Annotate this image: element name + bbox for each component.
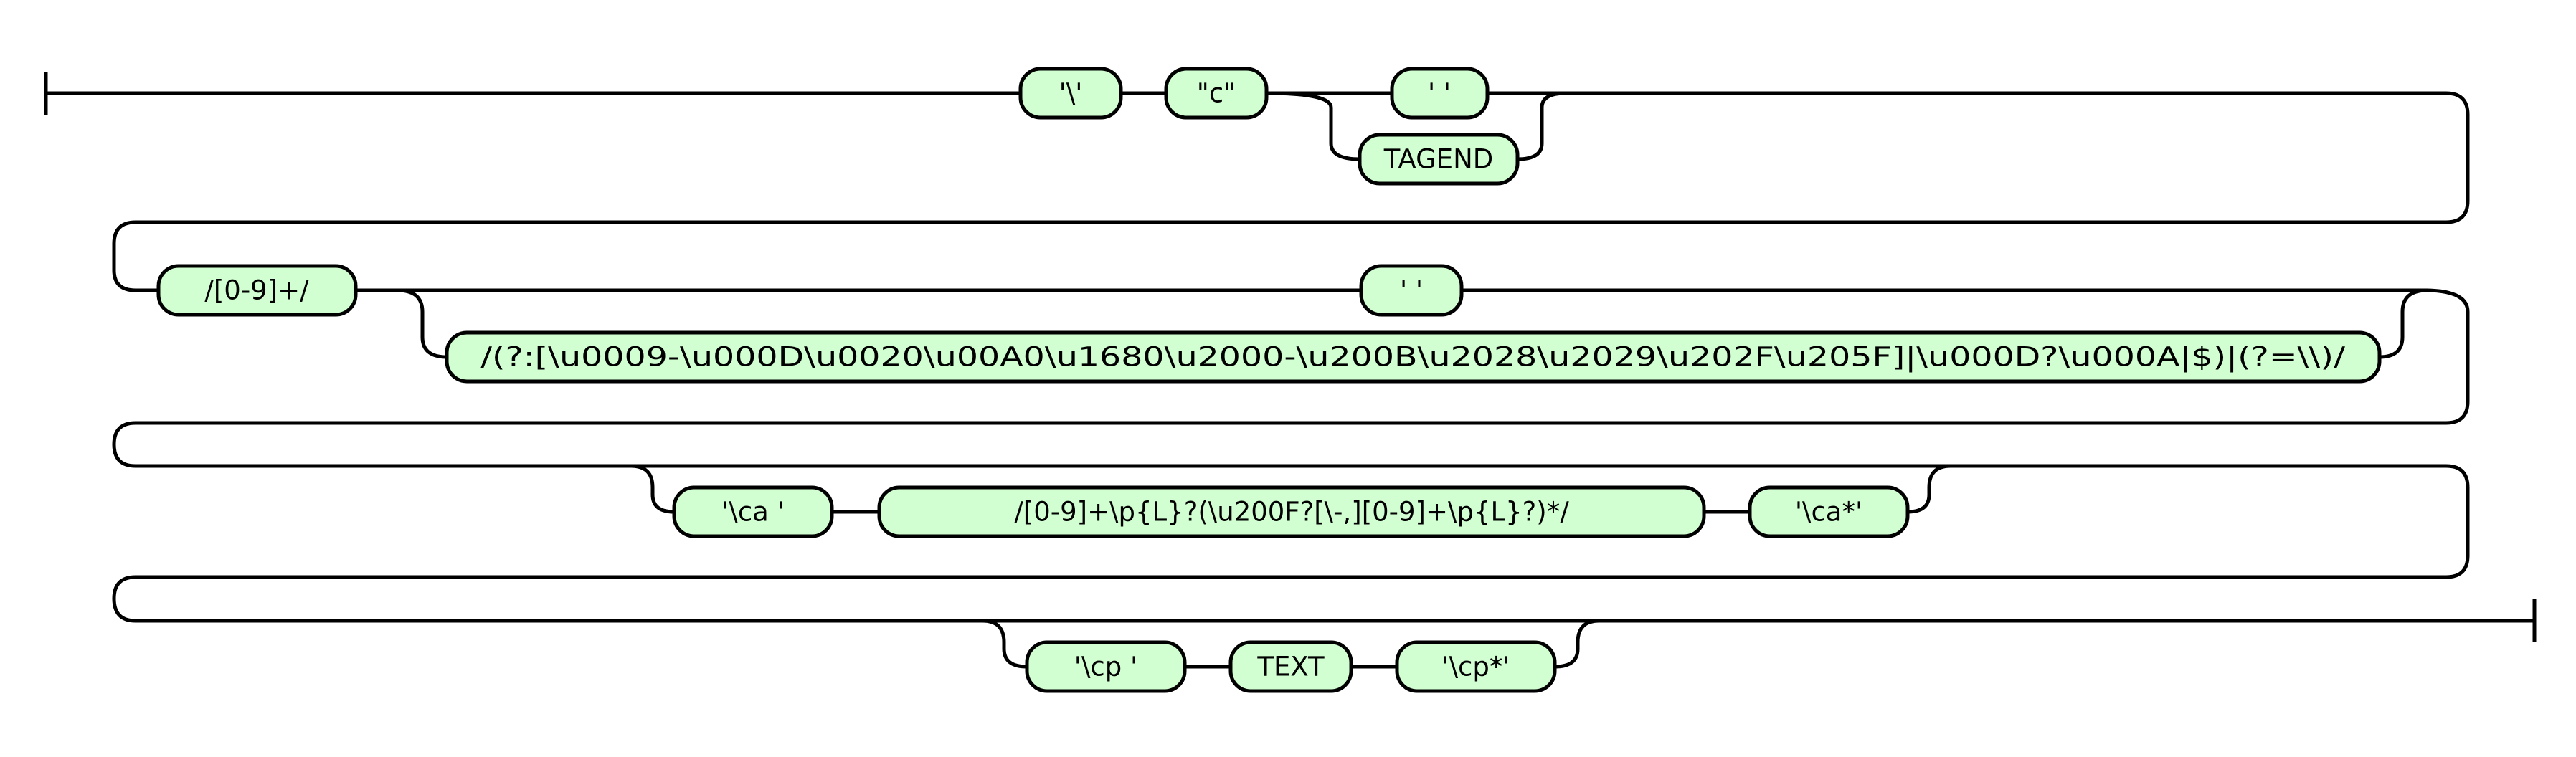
terminal-cp-open: '\cp '	[1025, 640, 1187, 693]
terminal-ca-close: '\ca*'	[1748, 485, 1910, 538]
terminal-text-label: TEXT	[1256, 652, 1325, 682]
terminal-number-regex-label: /[0-9]+/	[204, 275, 309, 306]
row2-tracks	[112, 288, 2470, 468]
terminal-cp-close-label: '\cp*'	[1441, 652, 1510, 682]
terminal-space-1-label: ' '	[1428, 78, 1451, 109]
terminal-number-regex: /[0-9]+/	[156, 264, 358, 317]
terminal-text: TEXT	[1228, 640, 1353, 693]
terminal-whitespace-regex-label: /(?:[\u0009-\u000D\u0020\u00A0\u1680\u20…	[480, 342, 2346, 373]
row1-tracks	[44, 91, 2470, 292]
terminal-ca-regex: /[0-9]+\p{L}?(\u200F?[\-,][0-9]+\p{L}?)*…	[877, 485, 1706, 538]
terminal-backslash-label: '\'	[1059, 78, 1083, 109]
terminal-whitespace-regex: /(?:[\u0009-\u000D\u0020\u00A0\u1680\u20…	[445, 330, 2382, 384]
terminal-ca-close-label: '\ca*'	[1795, 497, 1862, 528]
terminal-ca-open: '\ca '	[672, 485, 834, 538]
terminal-ca-regex-label: /[0-9]+\p{L}?(\u200F?[\-,][0-9]+\p{L}?)*…	[1014, 497, 1569, 528]
row3-tracks	[112, 464, 2537, 623]
terminal-cp-open-label: '\cp '	[1074, 652, 1137, 682]
terminal-tagend-label: TAGEND	[1383, 144, 1494, 175]
terminal-tagend: TAGEND	[1358, 133, 1520, 186]
terminal-space-2: ' '	[1359, 264, 1464, 317]
terminal-cp-close: '\cp*'	[1395, 640, 1557, 693]
terminal-ca-open-label: '\ca '	[721, 497, 785, 528]
row4-tracks	[980, 619, 1601, 669]
terminal-c-label: "c"	[1197, 78, 1236, 109]
terminal-space-1: ' '	[1390, 67, 1490, 120]
terminal-backslash: '\'	[1018, 67, 1123, 120]
terminal-c: "c"	[1164, 67, 1269, 120]
terminal-space-2-label: ' '	[1400, 275, 1423, 306]
